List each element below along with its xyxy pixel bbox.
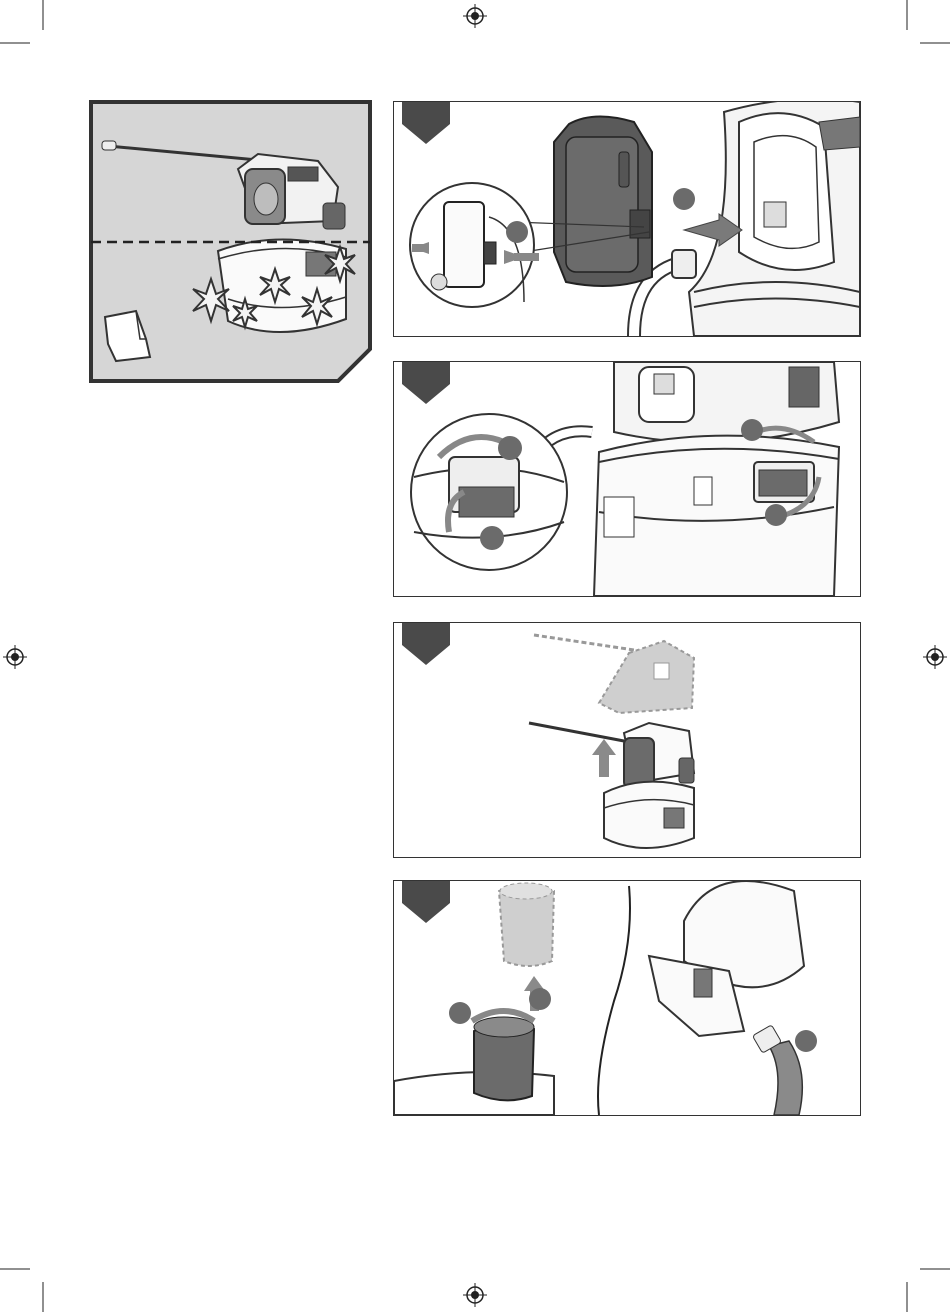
callout-icon	[673, 188, 695, 210]
crop-mark-top-left	[0, 0, 50, 50]
pour-icon	[752, 1025, 802, 1115]
callout-icon	[765, 504, 787, 526]
arrow-up-icon	[592, 739, 616, 777]
step-number-tab	[402, 362, 450, 404]
cleaning-overview-figure	[88, 99, 374, 384]
motor-unit-icon	[604, 723, 694, 848]
battery-icon	[554, 116, 652, 286]
crop-mark-bottom-left	[0, 1262, 50, 1312]
callout-icon	[480, 526, 504, 550]
step-2-panel	[393, 361, 861, 597]
callout-icon	[529, 988, 551, 1010]
callout-icon	[506, 221, 528, 243]
step-4-remove-filter-and-empty-illustration	[394, 881, 860, 1115]
crop-mark-top-right	[900, 0, 950, 50]
step-number-tab	[402, 623, 450, 665]
crop-mark-bottom-right	[900, 1262, 950, 1312]
registration-mark-right	[923, 645, 947, 669]
registration-mark-bottom	[463, 1283, 487, 1307]
step-3-panel	[393, 622, 861, 858]
step-3-lift-motor-unit-illustration	[394, 623, 860, 857]
registration-mark-left	[3, 645, 27, 669]
step-1-remove-battery-illustration	[394, 102, 860, 336]
step-number-tab	[402, 102, 450, 144]
step-number-tab	[402, 881, 450, 923]
callout-icon	[741, 419, 763, 441]
step-2-release-latches-illustration	[394, 362, 860, 596]
step-4-panel	[393, 880, 861, 1116]
registration-mark-top	[463, 4, 487, 28]
step-1-panel	[393, 101, 861, 337]
filter-icon	[499, 883, 554, 966]
callout-icon	[498, 436, 522, 460]
callout-icon	[795, 1030, 817, 1052]
callout-icon	[449, 1002, 471, 1024]
